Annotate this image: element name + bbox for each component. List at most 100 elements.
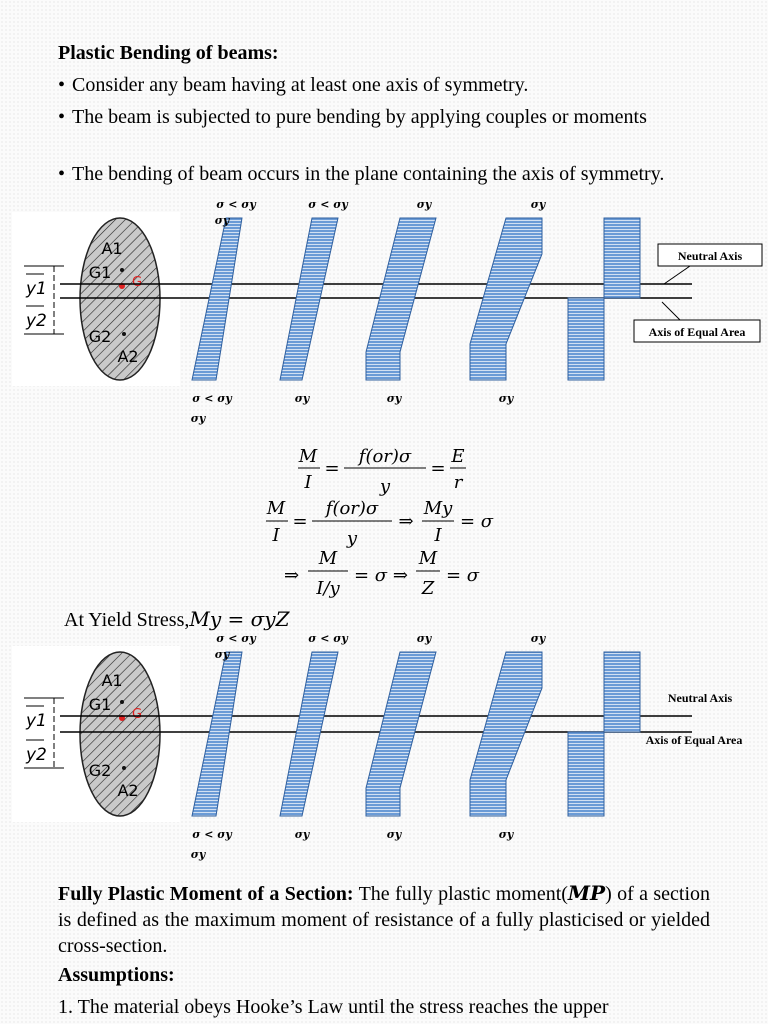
fully-plastic-text-a: The fully plastic moment(: [353, 883, 568, 905]
section-heading: Plastic Bending of beams:: [58, 42, 279, 64]
eq2-mid-den: y: [346, 528, 358, 549]
section-label-g: G: [132, 275, 142, 290]
neutral-axis-label: Neutral Axis: [678, 249, 743, 263]
eq2-arrow: ⇒: [398, 511, 413, 532]
bottom-stress-label-extra: σy: [191, 848, 207, 861]
stress-profile-fully-plastic-top: [603, 651, 641, 733]
stress-profile-elastic-1: [191, 217, 243, 381]
section-label-a2: A2: [117, 347, 138, 366]
bottom-stress-label-2: σy: [295, 828, 311, 841]
bending-equations: .m { font-family:"DejaVu Serif", serif; …: [266, 446, 494, 599]
eq2-rhs-num: My: [423, 498, 453, 519]
equal-area-label-box: [633, 319, 761, 343]
section-label-g1: G1: [89, 695, 112, 714]
centroid-g2-dot: [122, 766, 126, 770]
top-stress-label-3: σy: [417, 632, 433, 645]
bottom-stress-label-2: σy: [295, 392, 311, 405]
eq2-lhs-num: M: [266, 498, 286, 519]
section-label-g2: G2: [89, 327, 112, 346]
bottom-stress-label-3: σy: [387, 828, 403, 841]
eq1-mid-den: y: [379, 476, 391, 497]
fully-plastic-text-b: ) of a section is defined as the maximum…: [58, 883, 711, 957]
equation-1: M I = f(or)σ y = E r: [298, 446, 466, 497]
neutral-axis-pointer: [663, 265, 691, 285]
yield-stress-formula: My = σyZ: [189, 607, 290, 631]
section-label-g2: G2: [89, 761, 112, 780]
centroid-g1-dot: [120, 268, 124, 272]
neutral-axis-label: Neutral Axis: [668, 691, 733, 705]
svg-text:=: =: [292, 511, 307, 532]
eq1-lhs-den: I: [303, 472, 312, 493]
bottom-stress-label-1: σ < σy: [192, 828, 233, 841]
svg-text:=: =: [324, 458, 339, 479]
eq3-frac2-num: M: [418, 548, 438, 569]
top-stress-label-4: σy: [531, 632, 547, 645]
bullet-3: • The bending of beam occurs in the plan…: [58, 163, 665, 185]
stress-profile-elastic-1: [191, 651, 243, 817]
equal-area-axis-label: Axis of Equal Area: [646, 733, 743, 747]
equal-area-axis-label: Axis of Equal Area: [649, 325, 746, 339]
fully-plastic-heading: Fully Plastic Moment of a Section:: [58, 883, 354, 905]
dimension-y2: y2: [25, 745, 47, 765]
section-label-a2: A2: [117, 781, 138, 800]
eq1-lhs-num: M: [298, 446, 318, 467]
assumption-1: 1. The material obeys Hooke’s Law until …: [58, 996, 609, 1018]
plastic-moment-symbol: MP: [567, 881, 606, 905]
stress-profile-partial-plastic: [469, 217, 543, 381]
yield-stress-label: At Yield Stress,: [64, 609, 190, 631]
svg-text:=: =: [430, 458, 445, 479]
stress-profile-fully-plastic-bottom: [567, 297, 605, 381]
neutral-axis-label-box: [657, 243, 763, 267]
bullet-1: • Consider any beam having at least one …: [58, 74, 529, 96]
fully-plastic-paragraph: Fully Plastic Moment of a Section: The f…: [58, 880, 710, 959]
dimension-y1: y1: [25, 279, 47, 299]
cross-section-ellipse: [79, 651, 161, 817]
section-label-g1: G1: [89, 263, 112, 282]
cross-section-ellipse: [79, 217, 161, 381]
stress-profile-elastic-2: [279, 217, 339, 381]
stress-profile-partial-yield-bottom: [365, 651, 437, 817]
eq1-rhs-den: r: [454, 472, 464, 493]
equation-2: M I = f(or)σ y ⇒ My I = σ: [266, 498, 494, 549]
equal-area-pointer: [661, 301, 681, 321]
dimension-y2: y2: [25, 311, 47, 331]
bottom-stress-label-4: σy: [499, 828, 515, 841]
stress-profile-fully-plastic-top: [603, 217, 641, 299]
yield-stress-line: At Yield Stress,My = σyZ: [64, 606, 289, 633]
eq2-mid-num: f(or)σ: [324, 498, 379, 519]
eq3-frac-den: I/y: [315, 578, 340, 599]
stress-profile-elastic-2: [279, 651, 339, 817]
stress-profile-fully-plastic-bottom: [567, 731, 605, 817]
top-stress-label-3: σy: [417, 198, 433, 211]
section-label-a1: A1: [101, 239, 122, 258]
eq3-arrow: ⇒: [284, 565, 299, 586]
bottom-stress-label-extra: σy: [191, 412, 207, 425]
top-stress-label-1: σ < σy: [216, 632, 257, 645]
top-stress-label-4: σy: [531, 198, 547, 211]
assumptions-heading: Assumptions:: [58, 964, 175, 986]
eq3-mid: = σ ⇒: [354, 565, 408, 586]
eq3-frac2-den: Z: [421, 578, 435, 599]
top-stress-label-1: σ < σy: [216, 198, 257, 211]
top-stress-label-extra: σy: [215, 648, 231, 661]
eq1-mid-num: f(or)σ: [357, 446, 412, 467]
eq2-rhs-den: I: [433, 525, 442, 546]
eq3-frac-num: M: [318, 548, 338, 569]
eq1-rhs-num: E: [450, 446, 464, 467]
bullet-2: • The beam is subjected to pure bending …: [58, 106, 647, 128]
bottom-stress-label-4: σy: [499, 392, 515, 405]
top-stress-label-2: σ < σy: [308, 632, 349, 645]
dimension-y1: y1: [25, 711, 47, 731]
centroid-g1-dot: [120, 700, 124, 704]
stress-profile-partial-plastic: [469, 651, 543, 817]
section-label-g: G: [132, 707, 142, 722]
eq3-result: = σ: [446, 565, 480, 586]
bullet-dot: •: [58, 106, 66, 128]
bottom-stress-label-3: σy: [387, 392, 403, 405]
eq2-lhs-den: I: [271, 525, 280, 546]
eq2-result: = σ: [460, 511, 494, 532]
stress-profile-partial-yield-bottom: [365, 217, 437, 381]
bullet-dot: •: [58, 163, 66, 185]
